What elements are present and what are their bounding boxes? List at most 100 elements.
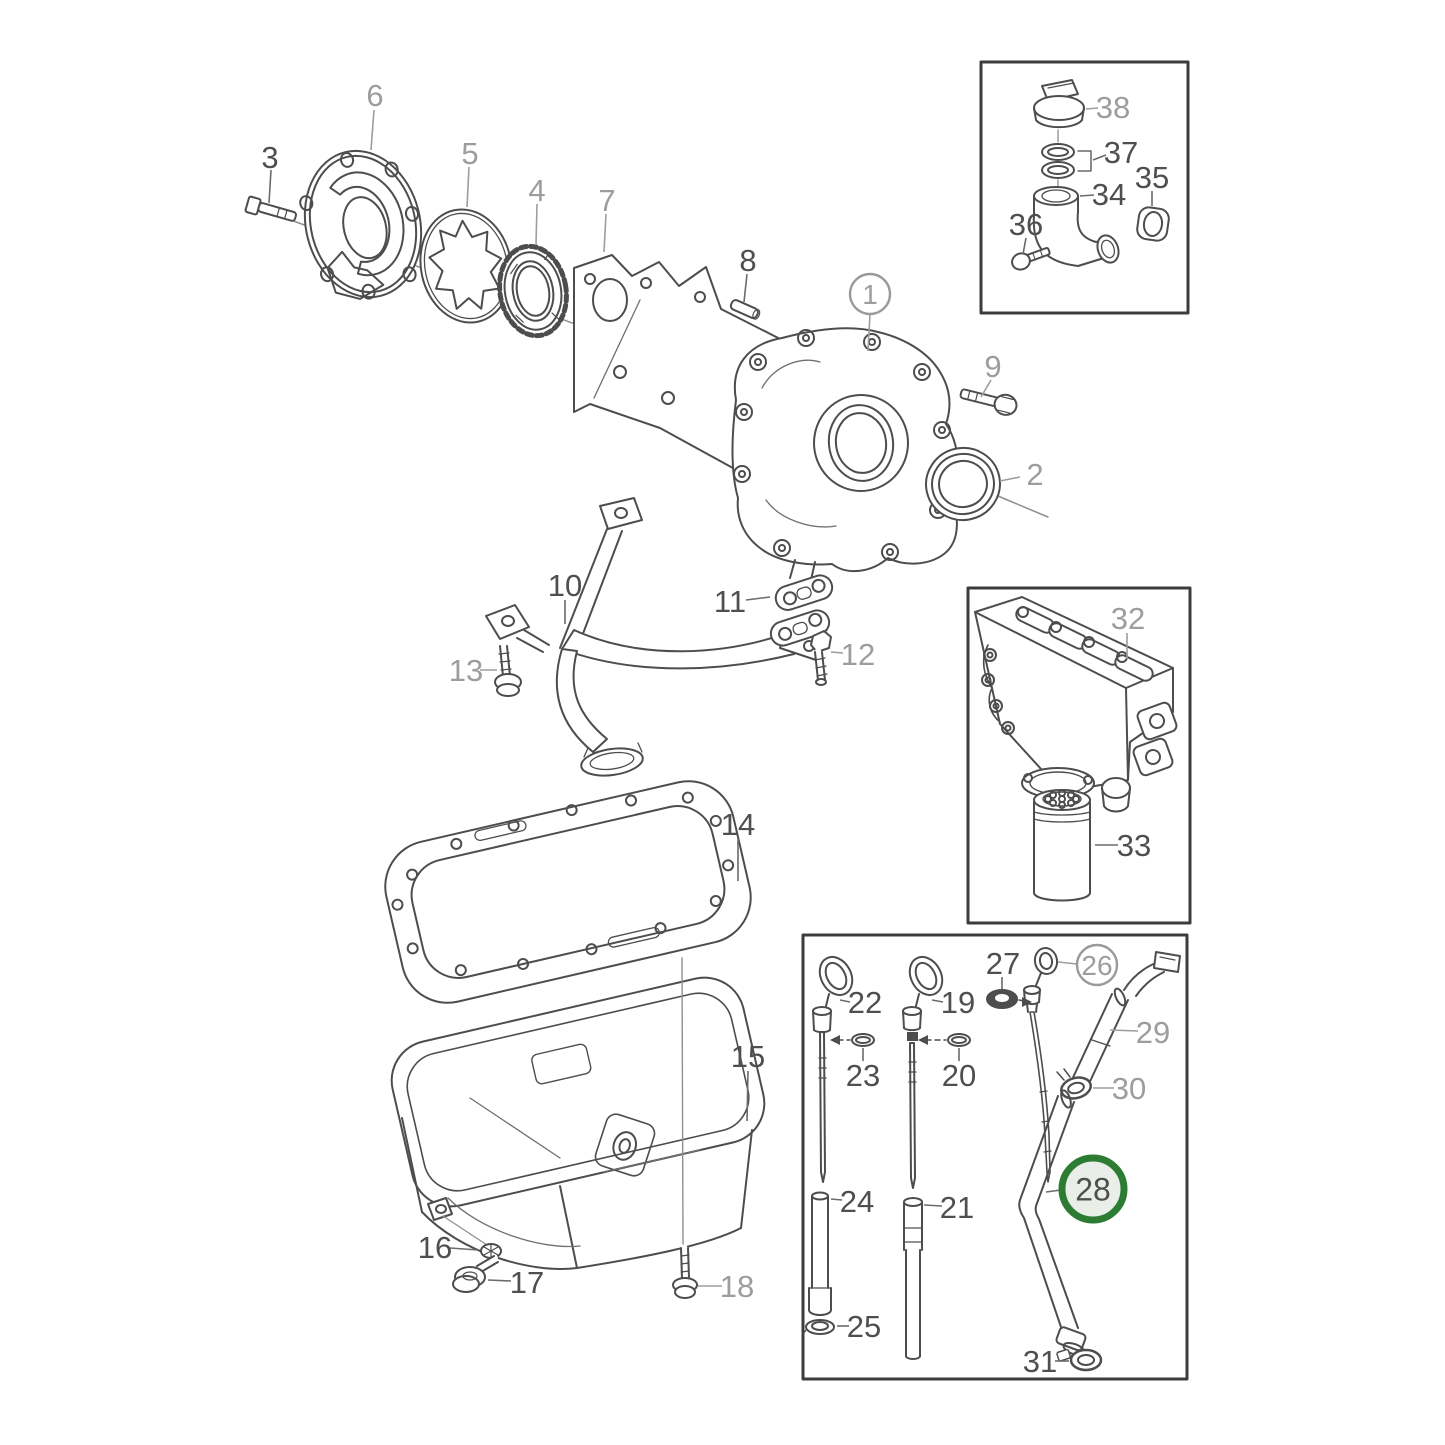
callout-23[interactable]: 23 (846, 1048, 880, 1093)
part-number: 35 (1135, 160, 1169, 195)
part-gasket-11 (774, 574, 834, 611)
callout-36[interactable]: 36 (1009, 207, 1043, 255)
part-number: 12 (841, 637, 875, 672)
inset-box-cooler (966, 586, 1192, 925)
part-number: 22 (848, 985, 882, 1020)
part-washer-16 (480, 1243, 502, 1259)
part-sump-gasket (384, 780, 752, 1004)
callout-19[interactable]: 19 (931, 985, 975, 1020)
callout-10[interactable]: 10 (548, 568, 582, 624)
part-number: 5 (461, 136, 478, 171)
inset-box-filler (979, 60, 1190, 315)
callout-16[interactable]: 16 (418, 1230, 479, 1265)
callout-26[interactable]: 26 (1057, 943, 1119, 987)
part-oil-pump-housing (731, 327, 959, 581)
part-number: 1 (862, 279, 878, 310)
part-number: 10 (548, 568, 582, 603)
part-number: 11 (714, 584, 746, 619)
highlight-ring (1058, 1154, 1128, 1224)
part-number: 38 (1096, 90, 1130, 125)
callout-30[interactable]: 30 (1093, 1071, 1146, 1106)
callout-12[interactable]: 12 (830, 637, 875, 672)
callout-34[interactable]: 34 (1079, 177, 1126, 212)
callout-33[interactable]: 33 (1095, 828, 1151, 863)
part-number: 9 (984, 349, 1001, 384)
part-number: 7 (598, 183, 615, 218)
part-number: 19 (941, 985, 975, 1020)
part-number: 29 (1136, 1015, 1170, 1050)
part-filler-tube-28 (1018, 1089, 1087, 1357)
callout-3[interactable]: 3 (261, 140, 279, 204)
part-number: 15 (731, 1039, 765, 1074)
part-dipstick-22 (812, 955, 854, 1183)
callout-17[interactable]: 17 (487, 1265, 544, 1300)
part-oil-cooler (974, 596, 1178, 813)
callout-1[interactable]: 1 (848, 272, 892, 352)
callout-2[interactable]: 2 (999, 457, 1044, 492)
part-number: 26 (1081, 950, 1112, 981)
part-seal-35 (1136, 206, 1170, 242)
callout-13[interactable]: 13 (449, 653, 497, 688)
part-number: 21 (940, 1190, 974, 1225)
part-o-ring-20 (918, 1033, 971, 1047)
callout-5[interactable]: 5 (461, 136, 479, 208)
callout-15[interactable]: 15 (731, 1039, 765, 1122)
part-number: 27 (986, 946, 1020, 981)
part-inner-rotor (419, 208, 513, 324)
part-oil-filter (1033, 789, 1091, 902)
part-tube-24 (808, 1191, 832, 1316)
part-number: 6 (366, 78, 383, 113)
callout-ring (848, 272, 892, 316)
callout-22[interactable]: 22 (839, 985, 882, 1020)
part-pump-cover (299, 149, 423, 300)
part-number: 2 (1026, 457, 1043, 492)
inset-box-dipsticks (801, 933, 1189, 1381)
part-number: 33 (1117, 828, 1151, 863)
part-number: 13 (449, 653, 483, 688)
part-number: 23 (846, 1058, 880, 1093)
part-number: 28 (1075, 1172, 1111, 1208)
callout-24[interactable]: 24 (830, 1184, 874, 1219)
part-number: 34 (1092, 177, 1126, 212)
callout-8[interactable]: 8 (739, 243, 757, 303)
part-number: 30 (1112, 1071, 1146, 1106)
part-dowel-pin (729, 299, 761, 320)
part-dipstick-26 (1023, 947, 1059, 1183)
callout-31[interactable]: 31 (1023, 1344, 1069, 1379)
part-number: 36 (1009, 207, 1043, 242)
callout-28[interactable]: 28 (1045, 1154, 1128, 1224)
part-bolt-9 (959, 388, 1018, 416)
part-drain-plug (452, 1255, 499, 1293)
callout-14[interactable]: 14 (721, 807, 755, 881)
callout-6[interactable]: 6 (366, 78, 384, 151)
part-bolt-18 (672, 957, 698, 1299)
part-filler-cap (1033, 79, 1085, 129)
part-o-ring-23 (830, 1033, 875, 1047)
callout-18[interactable]: 18 (698, 1269, 754, 1304)
part-oil-pan (390, 976, 766, 1270)
callout-7[interactable]: 7 (598, 183, 616, 253)
callout-9[interactable]: 9 (980, 349, 1002, 398)
part-number: 18 (720, 1269, 754, 1304)
callout-32[interactable]: 32 (1111, 601, 1145, 659)
callout-27[interactable]: 27 (986, 946, 1020, 989)
callout-20[interactable]: 20 (942, 1048, 976, 1093)
callout-38[interactable]: 38 (1085, 90, 1130, 125)
part-number: 31 (1023, 1344, 1057, 1379)
callout-4[interactable]: 4 (528, 173, 546, 246)
part-sprocket (497, 243, 569, 339)
callout-35[interactable]: 35 (1135, 160, 1169, 206)
part-number: 17 (510, 1265, 544, 1300)
part-number: 20 (942, 1058, 976, 1093)
callout-29[interactable]: 29 (1109, 1015, 1170, 1050)
part-pickup-bracket (485, 604, 550, 653)
callout-25[interactable]: 25 (837, 1309, 881, 1344)
part-bolt-13 (494, 643, 522, 697)
callout-11[interactable]: 11 (714, 584, 771, 619)
part-bolt-36 (1011, 247, 1051, 271)
callout-37[interactable]: 37 (1092, 135, 1138, 170)
callout-21[interactable]: 21 (923, 1190, 974, 1225)
